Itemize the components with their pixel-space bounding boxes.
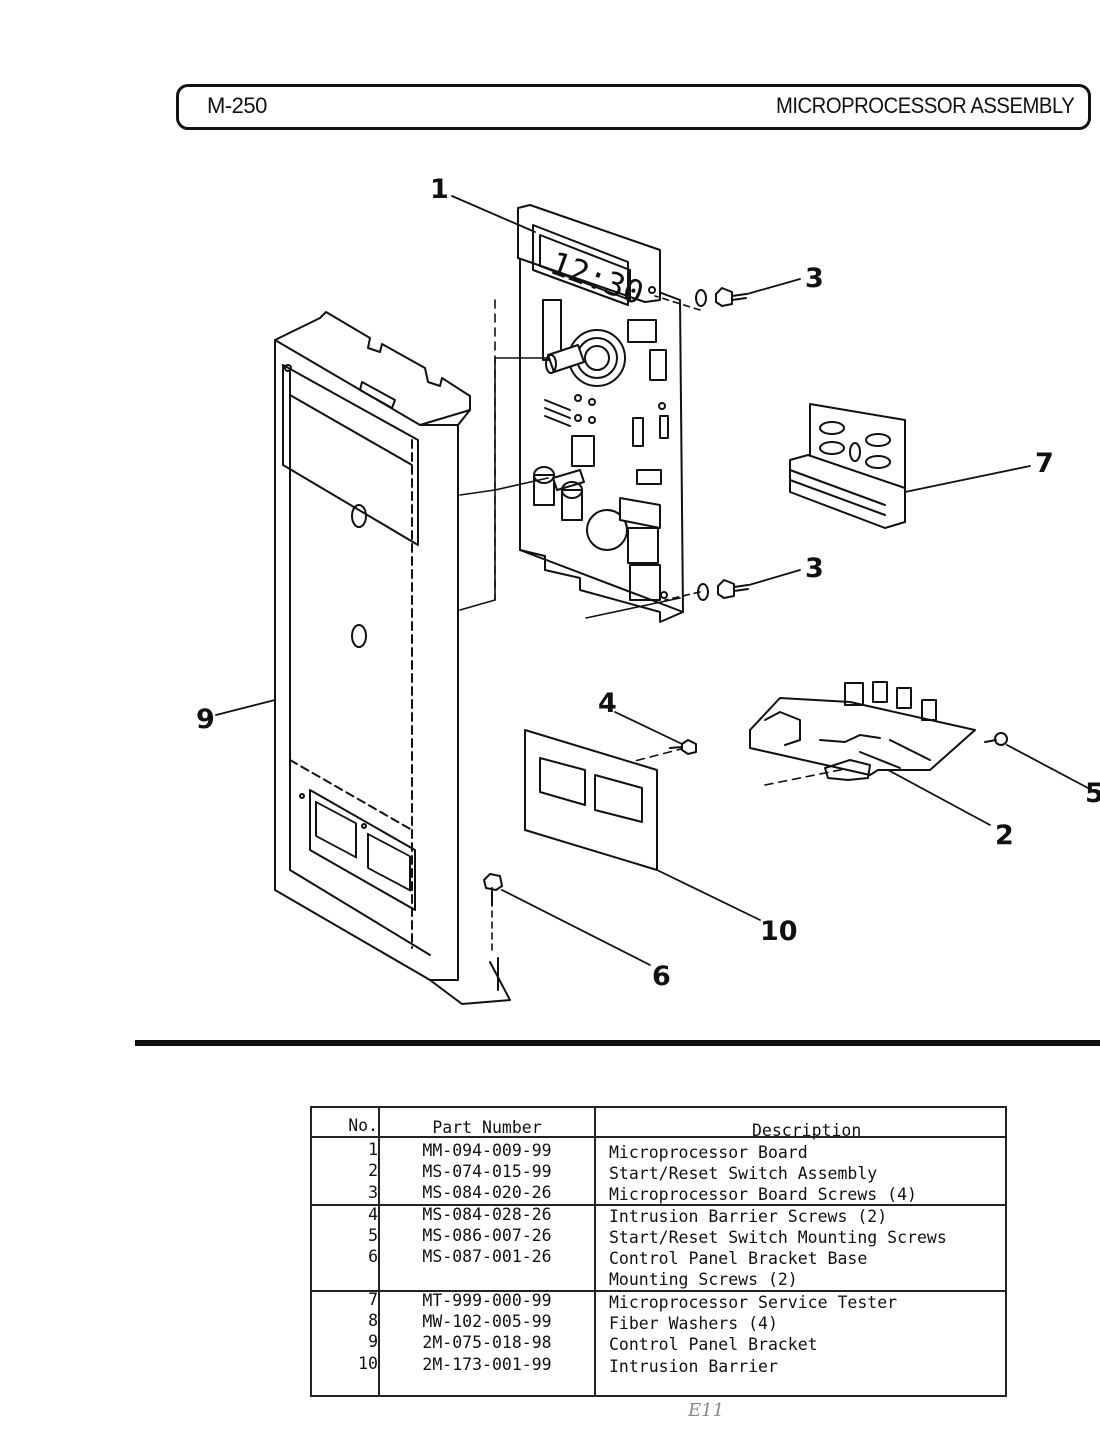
row-no: 5 [368, 1226, 378, 1245]
control-panel-bracket [274, 311, 511, 1005]
header-part-number: Part Number [432, 1118, 542, 1137]
row-description: Fiber Washers (4) [609, 1314, 778, 1333]
row-part-number: MS-087-001-26 [422, 1247, 552, 1266]
row-part-number: 2M-075-018-98 [422, 1333, 552, 1352]
row-no: 6 [368, 1247, 378, 1266]
barrier-screw [669, 739, 697, 755]
row-part-number: MM-094-009-99 [422, 1141, 552, 1160]
callout-1: 1 [430, 174, 449, 205]
row-description: Start/Reset Switch Mounting Screws [609, 1228, 947, 1247]
row-part-number: MS-074-015-99 [422, 1162, 552, 1181]
callout-2: 2 [995, 820, 1014, 851]
page-title: MICROPROCESSOR ASSEMBLY [775, 93, 1075, 118]
row-no: 2 [368, 1161, 378, 1180]
table-header-divider [312, 1136, 1005, 1138]
callout-3-upper: 3 [805, 263, 824, 294]
start-reset-switch-assembly [749, 681, 976, 781]
row-description: Intrusion Barrier Screws (2) [609, 1207, 888, 1226]
row-no: 7 [368, 1290, 378, 1309]
callout-10: 10 [760, 916, 798, 947]
board-screw-upper [695, 287, 747, 307]
row-part-number: MS-084-028-26 [422, 1205, 552, 1224]
row-no: 3 [368, 1183, 378, 1202]
row-part-number: 2M-173-001-99 [422, 1355, 552, 1374]
row-part-number: MW-102-005-99 [422, 1312, 552, 1331]
row-part-number: MT-999-000-99 [422, 1291, 552, 1310]
row-description: Microprocessor Service Tester [609, 1293, 898, 1312]
row-part-number: MS-086-007-26 [422, 1226, 552, 1245]
parts-table: No. Part Number Description 1 MM-094-009… [310, 1106, 1007, 1397]
microprocessor-board: 12:30 [517, 204, 684, 623]
callout-5: 5 [1085, 778, 1100, 809]
callout-leaders [215, 195, 1089, 966]
header-description: Description [752, 1121, 862, 1140]
switch-mounting-screw [984, 732, 1008, 746]
page-header: M-250 MICROPROCESSOR ASSEMBLY [176, 84, 1091, 130]
callout-9: 9 [196, 704, 215, 735]
header-no: No. [348, 1116, 378, 1135]
exploded-parts-diagram: 12:30 [196, 174, 1100, 1005]
row-description: Mounting Screws (2) [609, 1270, 798, 1289]
table-column-divider [378, 1108, 380, 1395]
callout-6: 6 [652, 961, 671, 992]
model-number: M-250 [207, 93, 267, 118]
table-group-divider [312, 1290, 1005, 1292]
table-column-divider [594, 1108, 596, 1395]
intrusion-barrier [524, 729, 658, 871]
service-tester [789, 403, 906, 529]
row-no: 10 [358, 1354, 378, 1373]
row-description: Microprocessor Board Screws (4) [609, 1185, 917, 1204]
section-divider [135, 1040, 1100, 1046]
board-screw-lower [697, 579, 749, 601]
row-no: 1 [368, 1140, 378, 1159]
row-no: 8 [368, 1311, 378, 1330]
table-group-divider [312, 1204, 1005, 1206]
assembly-guide-lines [459, 295, 891, 956]
row-description: Intrusion Barrier [609, 1357, 778, 1376]
page-footer-mark: E11 [688, 1400, 725, 1421]
callout-3-lower: 3 [805, 553, 824, 584]
row-part-number: MS-084-020-26 [422, 1183, 552, 1202]
row-description: Microprocessor Board [609, 1143, 808, 1162]
row-no: 4 [368, 1205, 378, 1224]
row-description: Start/Reset Switch Assembly [609, 1164, 878, 1183]
callout-7: 7 [1035, 448, 1054, 479]
bracket-base-screw [483, 873, 503, 906]
row-no: 9 [368, 1332, 378, 1351]
callout-4: 4 [598, 688, 617, 719]
row-description: Control Panel Bracket [609, 1335, 818, 1354]
row-description: Control Panel Bracket Base [609, 1249, 868, 1268]
